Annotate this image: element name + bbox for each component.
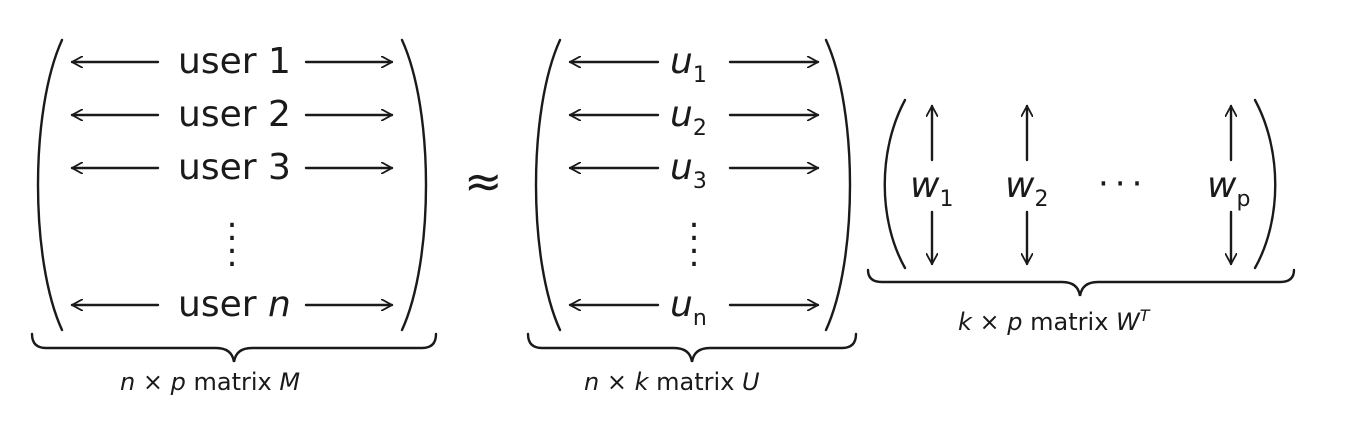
caption-dim-b: p [170, 368, 186, 396]
caption-times: × [606, 368, 627, 396]
caption-word: matrix [1030, 308, 1109, 336]
caption-name: M [279, 368, 301, 396]
wt-left-paren [883, 98, 907, 270]
row-symbol: u [670, 284, 693, 325]
row-label: user [178, 147, 257, 188]
caption-name: U [742, 368, 760, 396]
m-left-paren [36, 38, 64, 332]
m-row-3: user 3 [178, 150, 291, 186]
caption-times: × [142, 368, 163, 396]
m-row-2: user 2 [178, 97, 291, 133]
row-label: user [178, 94, 257, 135]
wt-caption: k × p matrix WT [958, 306, 1150, 336]
col-symbol: w [1207, 165, 1237, 206]
u-caption: n × k matrix U [584, 368, 760, 396]
wt-col-p: wp [1207, 165, 1250, 211]
m-row-n: user n [178, 287, 291, 323]
caption-times: × [979, 308, 1000, 336]
row-label: user [178, 41, 257, 82]
caption-dim-b: k [634, 368, 649, 396]
caption-name: W [1116, 308, 1140, 336]
caption-dim-a: n [120, 368, 136, 396]
row-label: user [178, 284, 257, 325]
caption-word: matrix [193, 368, 272, 396]
caption-superscript: T [1139, 306, 1150, 325]
caption-dim-a: n [584, 368, 600, 396]
u-brace [526, 332, 858, 363]
m-brace [30, 332, 438, 363]
u-row-2: u2 [670, 94, 707, 140]
wt-col-1: w1 [910, 165, 953, 211]
col-subscript: p [1236, 187, 1251, 212]
m-row-1: user 1 [178, 44, 291, 80]
wt-right-paren [1253, 98, 1277, 270]
row-symbol: u [670, 94, 693, 135]
wt-ellipsis: ··· [1098, 164, 1149, 204]
m-right-paren [400, 38, 428, 332]
row-symbol: u [670, 147, 693, 188]
u-row-1: u1 [670, 41, 707, 87]
row-subscript: n [692, 306, 707, 331]
col-symbol: w [1005, 165, 1035, 206]
wt-brace [866, 268, 1296, 297]
approx-symbol: ≈ [464, 154, 503, 208]
row-index: 1 [267, 41, 291, 82]
m-vertical-dots: .... [226, 196, 238, 275]
caption-dim-a: k [958, 308, 972, 336]
u-right-paren [824, 38, 852, 332]
u-vertical-dots: .... [688, 196, 700, 275]
caption-dim-b: p [1007, 308, 1023, 336]
u-left-paren [534, 38, 562, 332]
row-index: n [267, 284, 291, 325]
row-subscript: 2 [692, 116, 707, 141]
row-symbol: u [670, 41, 693, 82]
u-row-n: un [670, 284, 707, 330]
m-caption: n × p matrix M [120, 368, 300, 396]
row-subscript: 1 [692, 63, 707, 88]
col-symbol: w [910, 165, 940, 206]
col-subscript: 2 [1034, 187, 1049, 212]
wt-col-2: w2 [1005, 165, 1048, 211]
col-subscript: 1 [939, 187, 954, 212]
row-index: 3 [267, 147, 291, 188]
u-row-3: u3 [670, 147, 707, 193]
row-subscript: 3 [692, 169, 707, 194]
caption-word: matrix [656, 368, 735, 396]
row-index: 2 [267, 94, 291, 135]
